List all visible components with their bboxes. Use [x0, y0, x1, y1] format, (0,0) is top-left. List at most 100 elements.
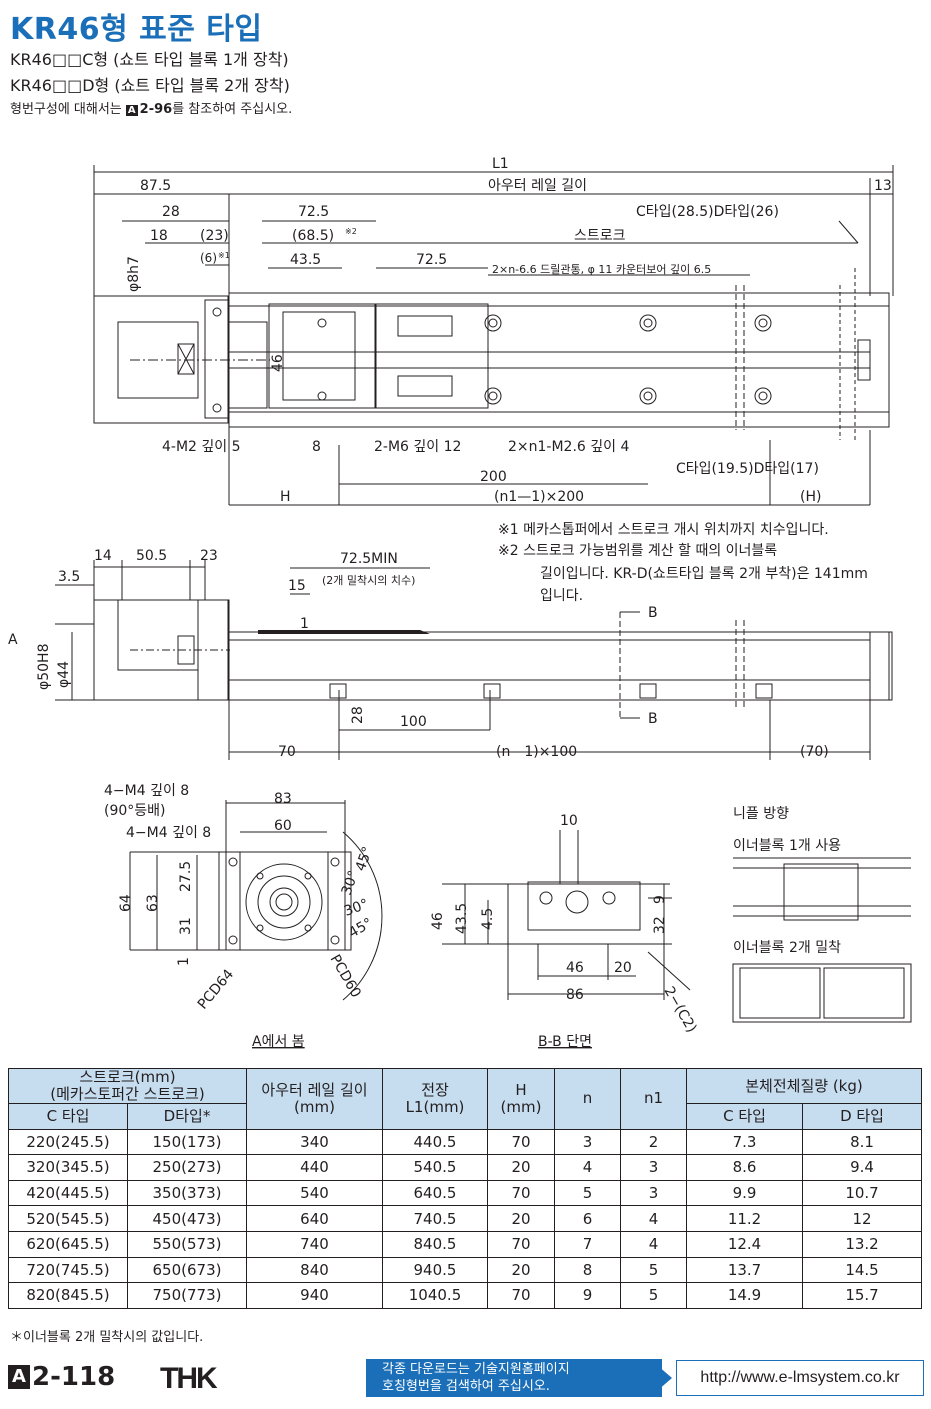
dim-86: 86 [566, 987, 584, 1003]
label-A: A [8, 632, 18, 648]
table-cell: 70 [487, 1179, 555, 1207]
table-cell: 740 [246, 1230, 383, 1258]
table-cell: 10.7 [802, 1179, 922, 1207]
angle-45b: 45° [346, 915, 376, 941]
table-cell: 640 [246, 1205, 383, 1232]
dim-n1x200: (n1—1)×200 [494, 489, 584, 505]
table-cell: 4 [620, 1205, 687, 1232]
note-suffix: 를 참조하여 주십시오. [172, 102, 293, 117]
table-cell: 4 [554, 1154, 621, 1181]
dim-9: 9 [652, 895, 668, 904]
dim-nx100: (n—1)×100 [496, 744, 577, 760]
dim-1a: 1 [176, 957, 192, 966]
table-cell: 15.7 [802, 1282, 922, 1309]
dim-phi50: φ50H8 [36, 644, 52, 690]
pcd-64: PCD64 [195, 966, 237, 1012]
table-cell: 940 [246, 1282, 383, 1309]
dim-200: 200 [480, 469, 507, 485]
angle-30b: 30° [342, 896, 371, 920]
section-bb-labels: 10 46 43.5 4.5 9 32 46 20 2−(C2) 86 B-B … [430, 813, 700, 1050]
dim-27-5: 27.5 [178, 861, 194, 892]
table-cell: 70 [487, 1128, 555, 1156]
dim-100: 100 [400, 714, 427, 730]
dim-68-5: (68.5) [292, 228, 334, 244]
table-cell: 840.5 [382, 1230, 488, 1258]
website-link[interactable]: http://www.e-lmsystem.co.kr [676, 1360, 924, 1396]
table-cell: 320(345.5) [8, 1154, 128, 1181]
table-cell: 840 [246, 1256, 383, 1284]
th-rail-label: 아우터 레일 길이 [261, 1080, 368, 1099]
table-cell: 12 [802, 1205, 922, 1232]
th-mass: 본체전체질량 (kg) [686, 1068, 922, 1104]
th-n1: n1 [620, 1068, 687, 1130]
table-cell: 1040.5 [382, 1282, 488, 1309]
table-cell: 450(473) [127, 1205, 247, 1232]
table-cell: 8 [554, 1256, 621, 1284]
side-view-labels: 14 50.5 23 72.5MIN (2개 밀착시의 치수) 3.5 15 A… [8, 548, 829, 760]
dim-70: 70 [278, 744, 296, 760]
model-c-line: KR46□□C형 (쇼트 타입 블록 1개 장착) [10, 50, 289, 69]
dim-31: 31 [178, 917, 194, 935]
page-badge: A [8, 1365, 30, 1389]
dim-64: 64 [118, 894, 134, 912]
table-cell: 11.2 [685, 1205, 804, 1232]
dim-14: 14 [94, 548, 112, 564]
view-a [129, 800, 383, 1001]
table-cell: 340 [246, 1128, 383, 1156]
table-cell: 7.3 [685, 1128, 804, 1156]
m4-a: 4−M4 깊이 8 [104, 783, 189, 799]
table-cell: 9.9 [685, 1179, 804, 1207]
ref-page-link[interactable]: 2-96 [139, 102, 173, 117]
table-cell: 20 [487, 1256, 555, 1284]
ref-badge: A [125, 105, 138, 116]
angle-30a: 30° [339, 869, 363, 898]
dim-cd-top: C타입(28.5)D타입(26) [636, 204, 779, 220]
dim-46h: 46 [566, 960, 584, 976]
pcd-60: PCD60 [327, 952, 364, 1001]
table-cell: 14.5 [802, 1256, 922, 1284]
dim-87-5: 87.5 [140, 178, 171, 194]
deg-90: (90°등배) [104, 803, 166, 819]
dim-72-5b: 72.5 [416, 252, 447, 268]
caption-view-a: A에서 봄 [252, 1034, 305, 1050]
th-stroke-sub: (메카스토퍼간 스트로크) [50, 1085, 205, 1103]
model-d-line: KR46□□D형 (쇼트 타입 블록 2개 장착) [10, 76, 290, 95]
th-stroke: 스트로크(mm) (메카스토퍼간 스트로크) [8, 1068, 247, 1104]
table-cell: 5 [554, 1179, 621, 1207]
th-H: H (mm) [487, 1068, 555, 1130]
section-bb [442, 830, 691, 1000]
dim-46v: 46 [430, 912, 446, 930]
chamfer-c2: 2−(C2) [661, 984, 700, 1036]
dim-phi8h7: φ8h7 [126, 256, 142, 292]
angle-45a: 45° [353, 845, 377, 874]
table-cell: 70 [487, 1282, 555, 1309]
dim-70p: (70) [800, 744, 829, 760]
table-cell: 250(273) [127, 1154, 247, 1181]
th-H-label: H [515, 1080, 527, 1099]
m6-spec: 2-M6 깊이 12 [374, 439, 461, 455]
th-total-unit: L1(mm) [405, 1097, 465, 1116]
dim-43-5: 43.5 [290, 252, 321, 268]
caption-bb: B-B 단면 [538, 1034, 592, 1050]
download-banner: 각종 다운로드는 기술지원홈페이지 호칭형번을 검색하여 주십시오. [366, 1359, 662, 1397]
dim-18: 18 [150, 228, 168, 244]
dim-13: 13 [874, 178, 892, 194]
label-B-top: B [648, 605, 658, 621]
table-cell: 820(845.5) [8, 1282, 128, 1309]
side-view [55, 560, 893, 760]
table-cell: 740.5 [382, 1205, 488, 1232]
technical-drawing: L1 87.5 아우터 레일 길이 13 28 18 (23) (6) ※1 7… [8, 156, 912, 1050]
table-cell: 640.5 [382, 1179, 488, 1207]
table-cell: 9 [554, 1282, 621, 1309]
table-cell: 540 [246, 1179, 383, 1207]
nipple-title: 니플 방향 [733, 806, 789, 822]
table-cell: 12.4 [685, 1230, 804, 1258]
table-cell: 20 [487, 1205, 555, 1232]
th-n: n [554, 1068, 621, 1130]
table-cell: 750(773) [127, 1282, 247, 1309]
table-cell: 940.5 [382, 1256, 488, 1284]
